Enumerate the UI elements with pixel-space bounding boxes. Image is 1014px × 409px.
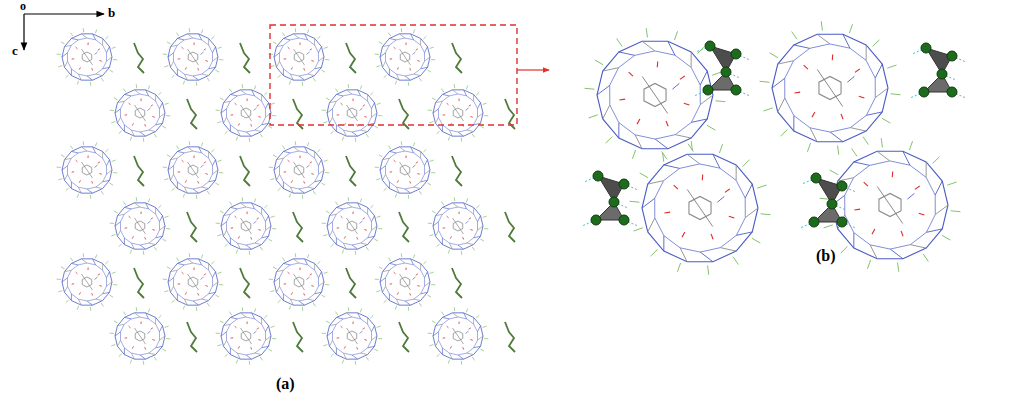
packing-view-b xyxy=(582,21,966,275)
panel-label: (b) xyxy=(816,248,836,264)
axis-label: c xyxy=(12,44,18,57)
axis-label: o xyxy=(20,0,26,12)
axis-label: b xyxy=(108,6,115,19)
panel-label: (a) xyxy=(276,376,295,392)
packing-view-a xyxy=(57,25,549,365)
